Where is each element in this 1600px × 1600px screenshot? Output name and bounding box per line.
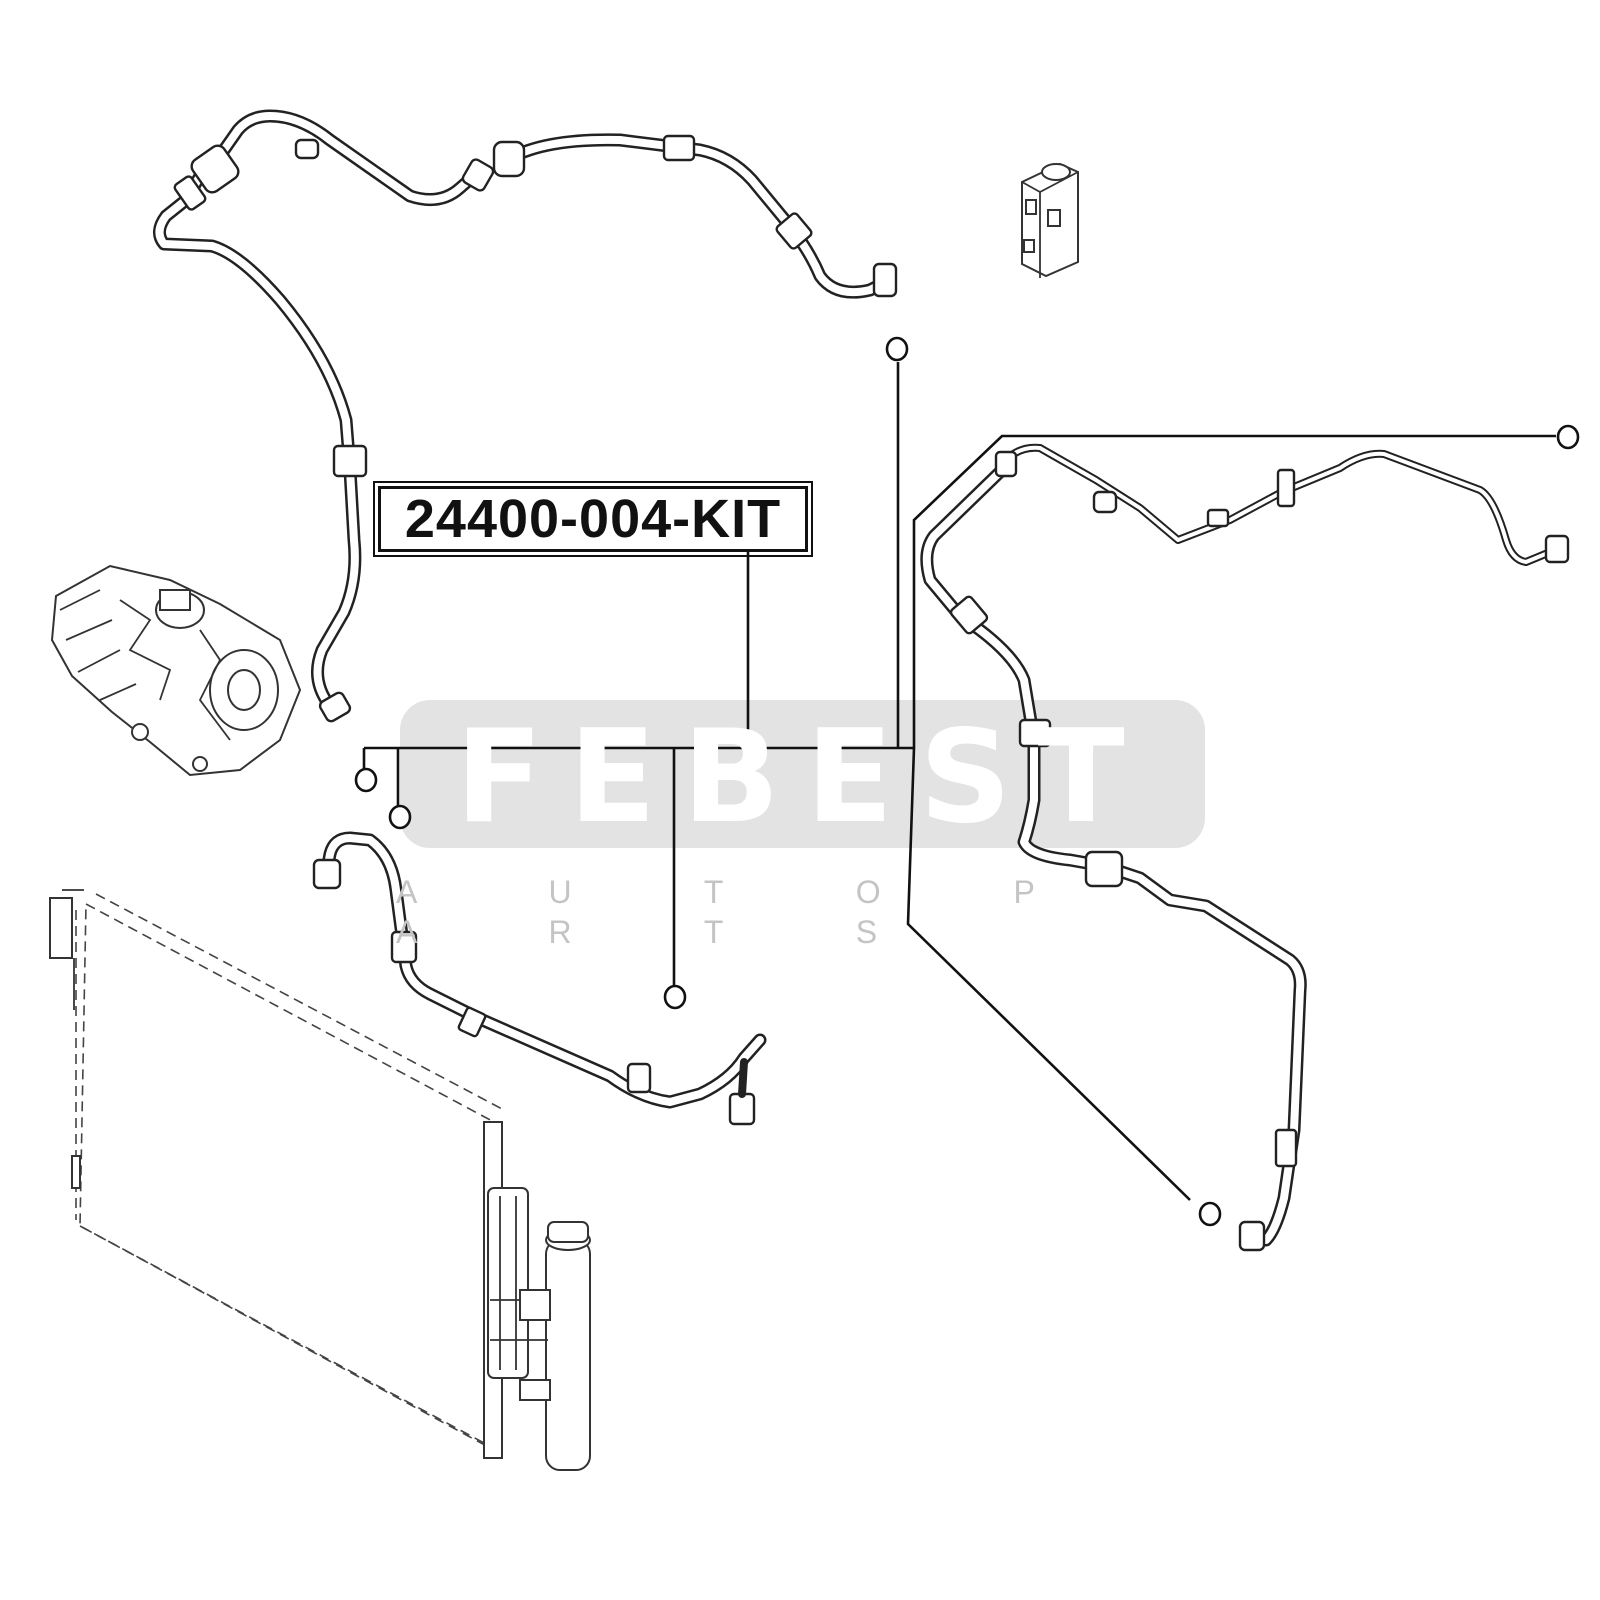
part-number-label: 24400-004-KIT — [373, 481, 813, 557]
leader-oring-6 — [906, 747, 1191, 1201]
hose-suction-lower — [492, 133, 898, 299]
receiver-drier — [487, 1187, 591, 1471]
watermark-tagline: A U T O P A R T S — [396, 874, 1097, 950]
o-ring-icon — [663, 984, 687, 1010]
expansion-valve — [1021, 162, 1079, 278]
tube-evaporator — [994, 443, 1570, 566]
leader-lines — [362, 362, 1556, 1201]
hose-suction-upper — [153, 109, 495, 723]
watermark — [400, 700, 1205, 848]
leader-oring-5 — [912, 434, 1556, 748]
o-rings — [354, 336, 1580, 1227]
o-ring-icon — [885, 336, 909, 362]
watermark-brand: FEBEST — [455, 703, 1151, 852]
o-ring-icon — [354, 767, 378, 793]
o-ring-icon — [1556, 424, 1580, 450]
hose-discharge — [312, 831, 767, 1126]
o-ring-icon — [388, 804, 412, 830]
hose-liquid-line — [920, 463, 1307, 1252]
watermark-plate — [400, 700, 1205, 848]
condenser — [49, 889, 505, 1459]
compressor — [50, 564, 302, 777]
o-ring-icon — [1198, 1201, 1222, 1227]
